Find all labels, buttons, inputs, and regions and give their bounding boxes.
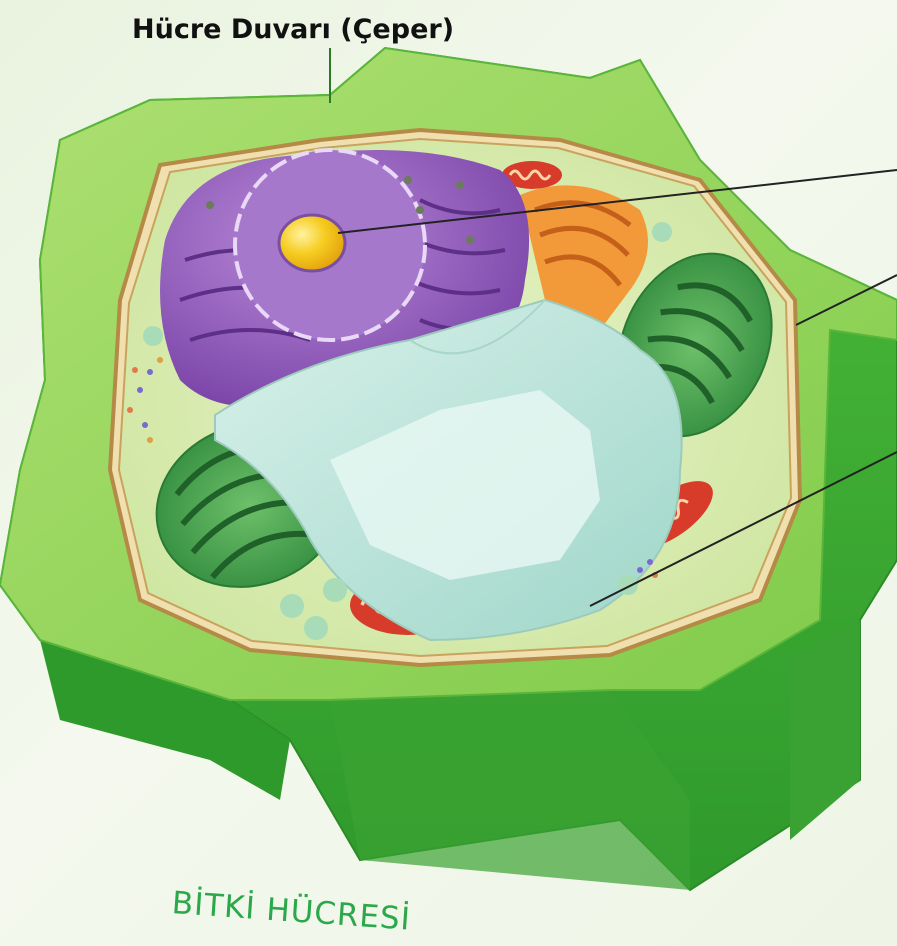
cell-wall-label: Hücre Duvarı (Çeper)	[132, 14, 454, 45]
nucleolus	[279, 215, 345, 271]
